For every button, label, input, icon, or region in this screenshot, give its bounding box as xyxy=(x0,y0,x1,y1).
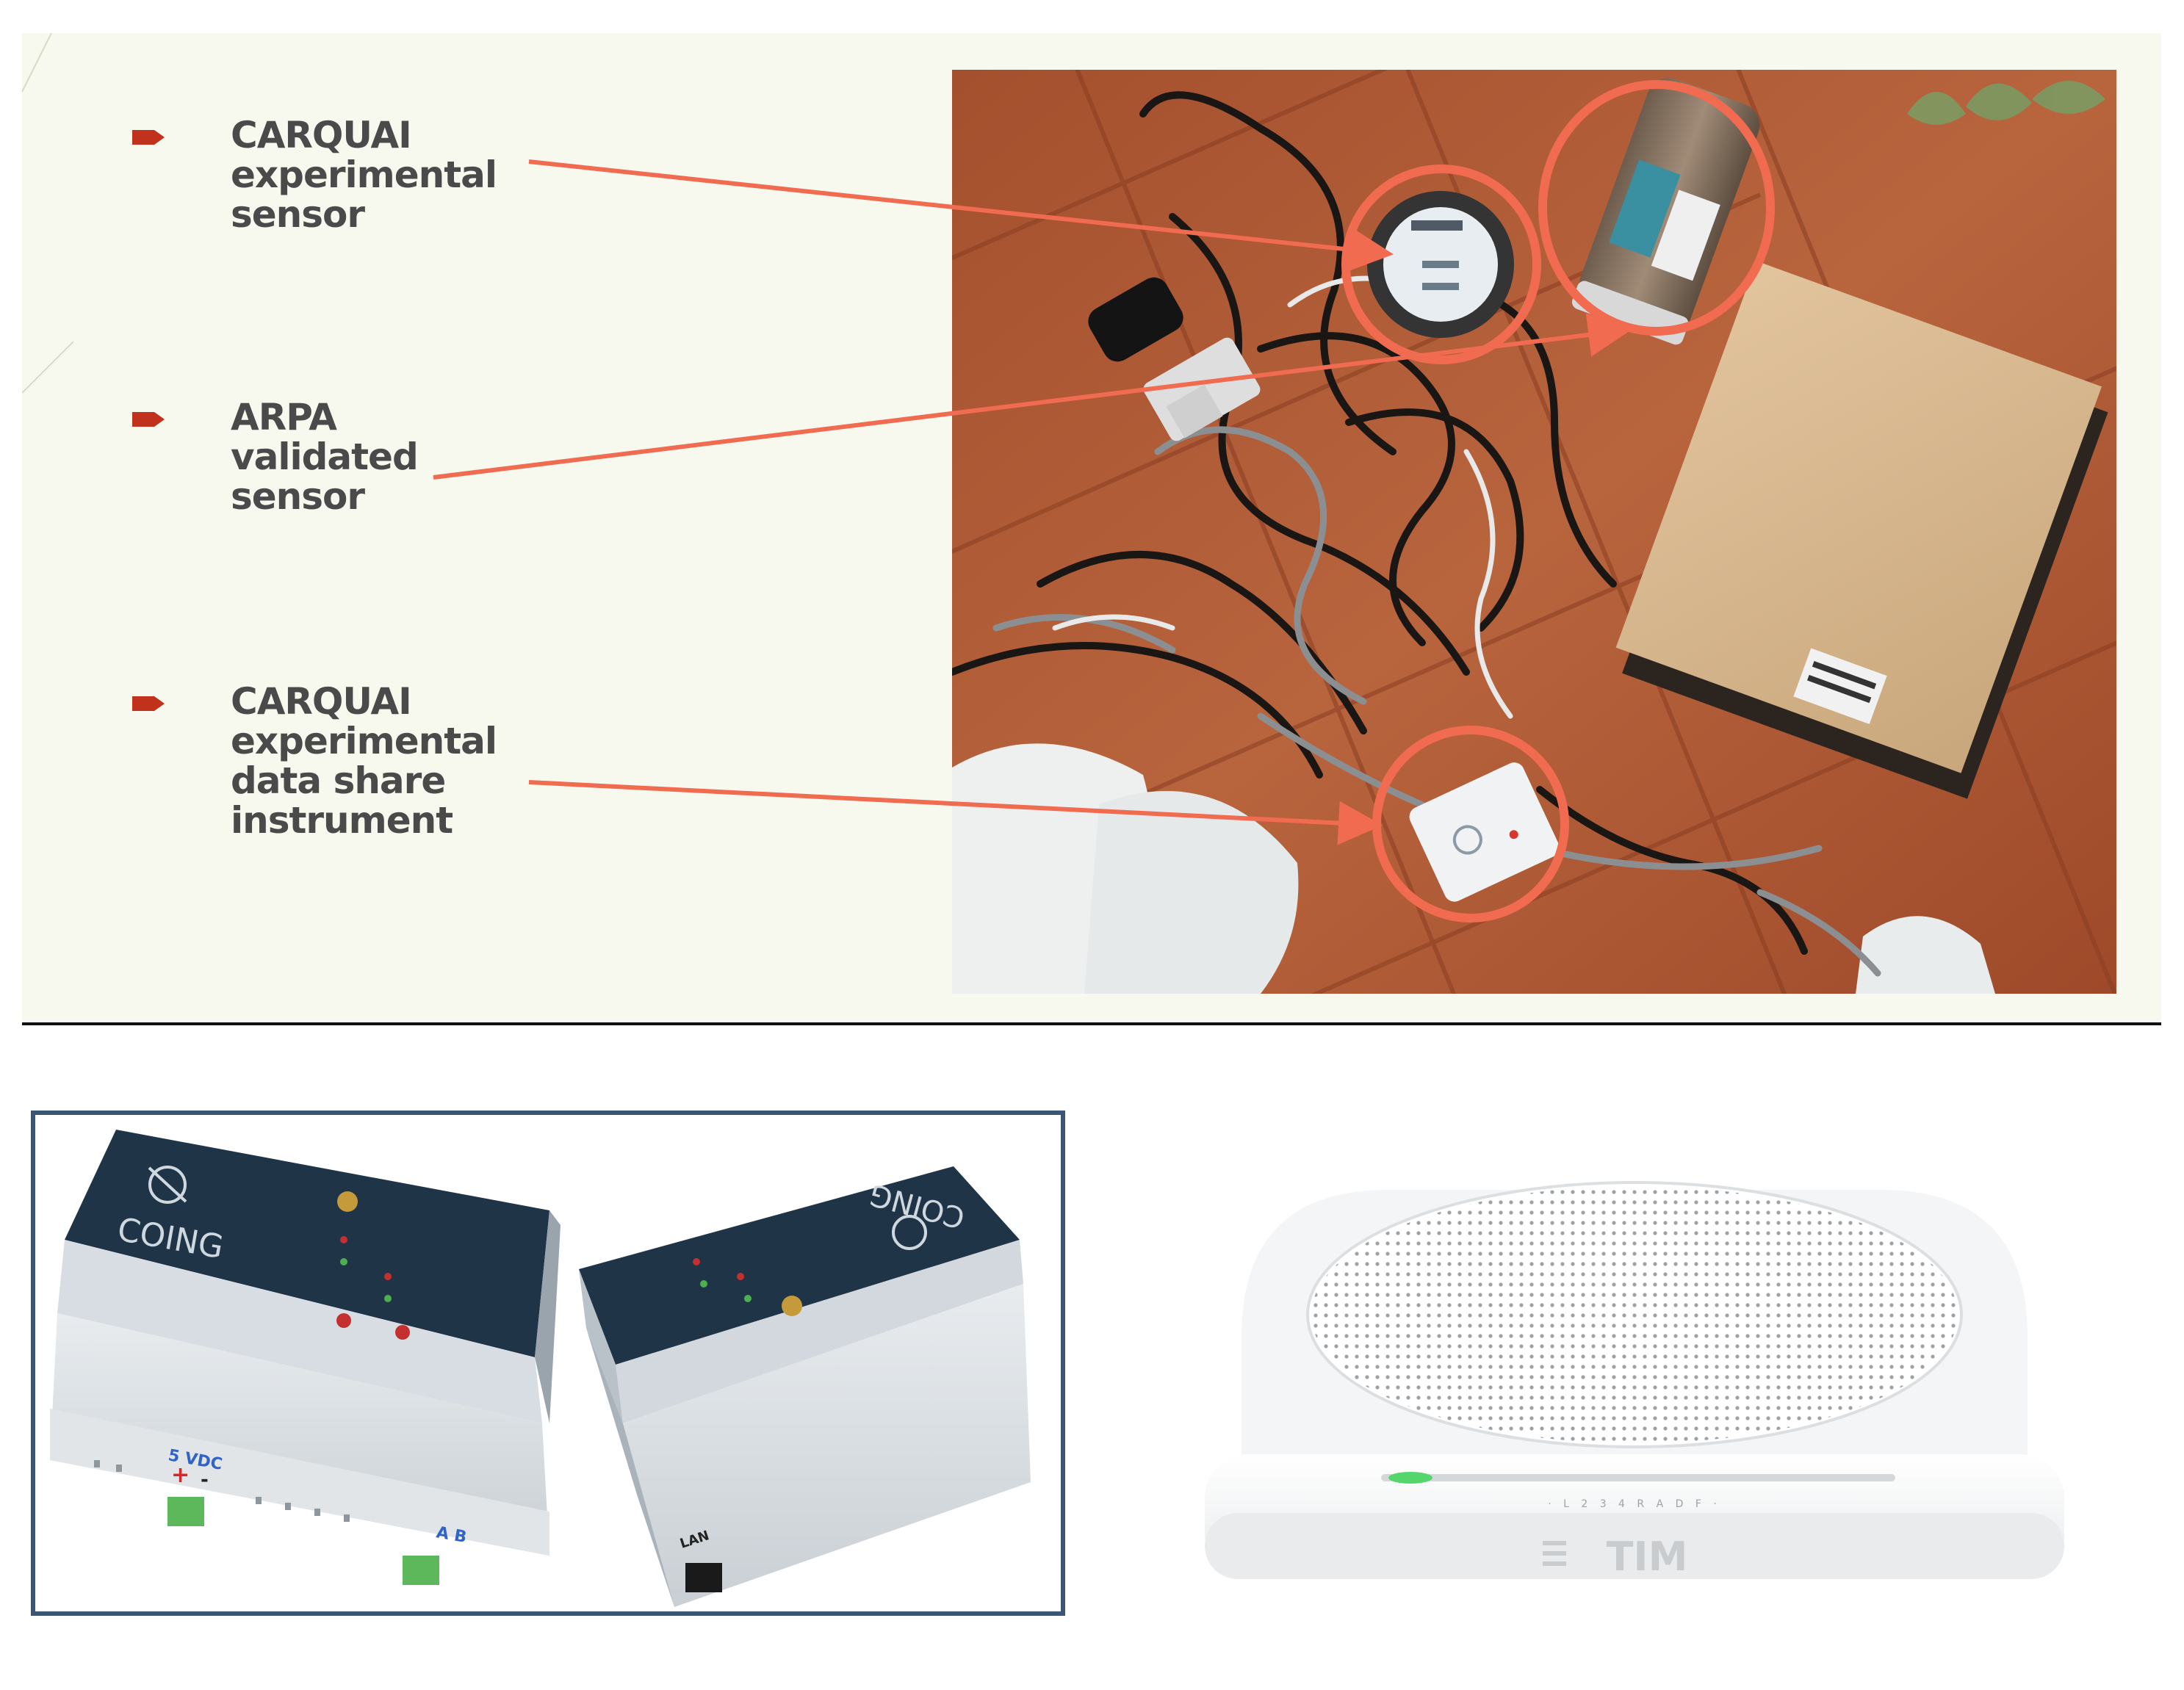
label-line: experimental xyxy=(231,154,497,196)
label-text: CARQUAI experimental data share instrume… xyxy=(231,682,497,840)
coing-logo-icon xyxy=(892,1215,927,1250)
tim-logo-icon xyxy=(1543,1541,1566,1566)
instrument-photo xyxy=(952,70,2116,994)
label-line: data share xyxy=(231,759,446,802)
power-minus-label: - xyxy=(201,1469,209,1491)
label-line: experimental xyxy=(231,720,497,762)
label-data-share: CARQUAI experimental data share instrume… xyxy=(132,682,497,840)
power-plus-label: + xyxy=(171,1462,190,1488)
label-text: ARPA validated sensor xyxy=(231,396,419,518)
arrow-bullet-icon xyxy=(132,409,165,430)
arrow-bullet-icon xyxy=(132,127,165,148)
label-line: sensor xyxy=(231,475,365,518)
coing-device-left: COING 5 VDC + - A B xyxy=(50,1130,561,1585)
slide-decoration xyxy=(22,33,74,394)
label-line: CARQUAI xyxy=(231,680,412,723)
slide-panel: CARQUAI experimental sensor ARPA validat… xyxy=(22,33,2161,1021)
label-arpa-sensor: ARPA validated sensor xyxy=(132,396,419,518)
label-line: validated xyxy=(231,436,419,478)
tim-router-photo: · L 2 3 4 R A D F · TIM xyxy=(1197,1146,2072,1675)
router-brand-label: TIM xyxy=(1607,1534,1688,1580)
power-led-indicator xyxy=(1388,1472,1432,1484)
label-line: CARQUAI xyxy=(231,114,412,156)
coing-device-photo: COING 5 VDC + - A B xyxy=(31,1111,1065,1616)
arrow-bullet-icon xyxy=(132,693,165,714)
coing-device-right: COING LAN xyxy=(579,1166,1031,1607)
label-line: instrument xyxy=(231,799,453,842)
label-line: sensor xyxy=(231,193,365,236)
coing-logo-icon xyxy=(148,1166,187,1204)
label-line: ARPA xyxy=(231,396,337,438)
section-divider xyxy=(22,1022,2161,1025)
label-list: CARQUAI experimental sensor ARPA validat… xyxy=(22,33,904,1021)
router-led-labels: · L 2 3 4 R A D F · xyxy=(1548,1498,1721,1510)
label-text: CARQUAI experimental sensor xyxy=(231,115,497,234)
label-carquai-sensor: CARQUAI experimental sensor xyxy=(132,115,497,234)
